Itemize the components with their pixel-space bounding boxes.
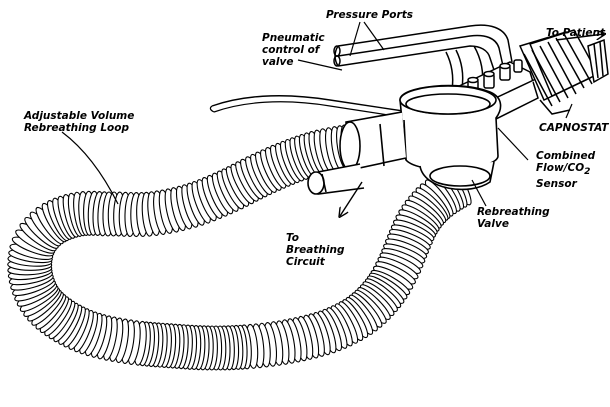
label-to-breathing-circuit: To Breathing Circuit xyxy=(286,232,344,268)
leader-pressure-ports-a xyxy=(350,22,360,56)
label-combined-flow-co2-sensor: Combined Flow/CO2 Sensor xyxy=(536,150,595,190)
label-to-patient: To Patient xyxy=(546,27,605,39)
label-capnostat: CAPNOSTAT xyxy=(539,122,608,134)
leader-pressure-ports-b xyxy=(364,22,384,50)
label-pressure-ports: Pressure Ports xyxy=(326,9,413,21)
corrugated-hose xyxy=(7,123,474,370)
label-adjustable-volume-loop: Adjustable Volume Rebreathing Loop xyxy=(24,110,134,134)
leader-combined-sensor xyxy=(498,128,528,160)
label-rebreathing-valve: Rebreathing Valve xyxy=(477,206,550,230)
label-pneumatic-control: Pneumatic control of valve xyxy=(262,32,325,68)
label-flow-co: Flow/CO xyxy=(536,162,584,174)
label-co2-subscript: 2 xyxy=(584,167,590,177)
